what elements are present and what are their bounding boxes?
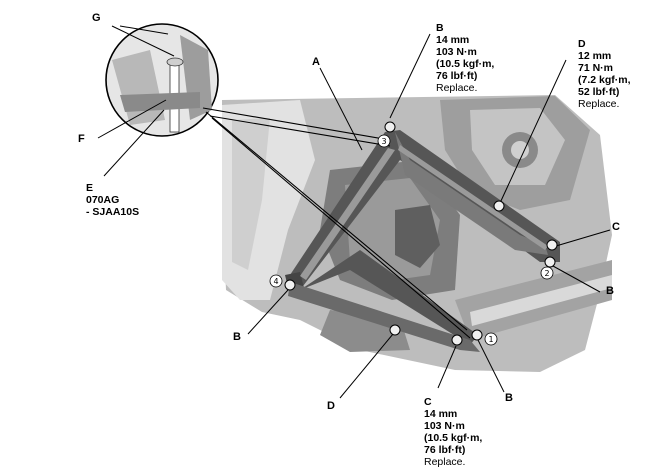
- label-e-line-2: - SJAA10S: [86, 206, 140, 218]
- label-c-bottom: C 14 mm 103 N·m (10.5 kgf·m, 76 lbf·ft) …: [424, 396, 482, 468]
- label-b-left: B: [233, 331, 241, 343]
- bolts: [284, 121, 558, 346]
- label-b-right: B: [606, 285, 614, 297]
- bolt-d-lower: [389, 324, 401, 336]
- label-c-bottom-size: 14 mm: [424, 408, 458, 420]
- bolt-b-lower: [471, 329, 483, 341]
- label-c-bottom-note: Replace.: [424, 456, 466, 468]
- magnifier-inset: [105, 23, 219, 137]
- label-d-top-torque: 71 N·m: [578, 62, 614, 74]
- label-c-bottom-lbf: 76 lbf·ft): [424, 444, 466, 456]
- bolt-b-upper: [384, 121, 396, 133]
- inset-leaders: [202, 107, 471, 339]
- bolt-d-upper: [493, 200, 505, 212]
- label-d-top: D 12 mm 71 N·m (7.2 kgf·m, 52 lbf·ft) Re…: [578, 38, 631, 110]
- bolt-b-right: [544, 256, 556, 268]
- label-d-top-size: 12 mm: [578, 50, 612, 62]
- label-c-right: C: [612, 221, 620, 233]
- sequence-number-4: 4: [273, 277, 278, 286]
- label-d-top-lbf: 52 lbf·ft): [578, 86, 620, 98]
- label-b-top-lbf: 76 lbf·ft): [436, 70, 478, 82]
- bolt-b-left: [284, 279, 296, 291]
- label-g: G: [92, 12, 101, 24]
- bolt-c-right: [546, 239, 558, 251]
- label-e-line-1: 070AG: [86, 194, 120, 206]
- label-c-bottom-kgf: (10.5 kgf·m,: [424, 432, 483, 444]
- label-c-bottom-letter: C: [424, 396, 432, 408]
- label-b-bottom: B: [505, 392, 513, 404]
- sequence-numbers: 3 2 4 1: [269, 134, 554, 346]
- label-b-top-kgf: (10.5 kgf·m,: [436, 58, 495, 70]
- engine-illustration: [222, 95, 612, 372]
- label-c-bottom-torque: 103 N·m: [424, 420, 465, 432]
- label-e-letter: E: [86, 182, 94, 194]
- sequence-number-1: 1: [488, 335, 493, 344]
- label-d-bottom: D: [327, 400, 335, 412]
- label-b-top-size: 14 mm: [436, 34, 470, 46]
- label-e: E 070AG - SJAA10S: [86, 182, 139, 218]
- label-b-top-note: Replace.: [436, 82, 478, 94]
- label-d-top-kgf: (7.2 kgf·m,: [578, 74, 631, 86]
- label-d-top-letter: D: [578, 38, 586, 50]
- label-d-top-note: Replace.: [578, 98, 620, 110]
- sequence-number-3: 3: [381, 137, 386, 146]
- label-b-top-torque: 103 N·m: [436, 46, 477, 58]
- label-b-top-letter: B: [436, 22, 444, 34]
- label-a: A: [312, 56, 320, 68]
- sequence-number-2: 2: [544, 269, 549, 278]
- bolt-c-lower: [451, 334, 463, 346]
- callout-leaders: [97, 25, 611, 399]
- label-b-top: B 14 mm 103 N·m (10.5 kgf·m, 76 lbf·ft) …: [436, 22, 494, 94]
- label-f: F: [78, 133, 85, 145]
